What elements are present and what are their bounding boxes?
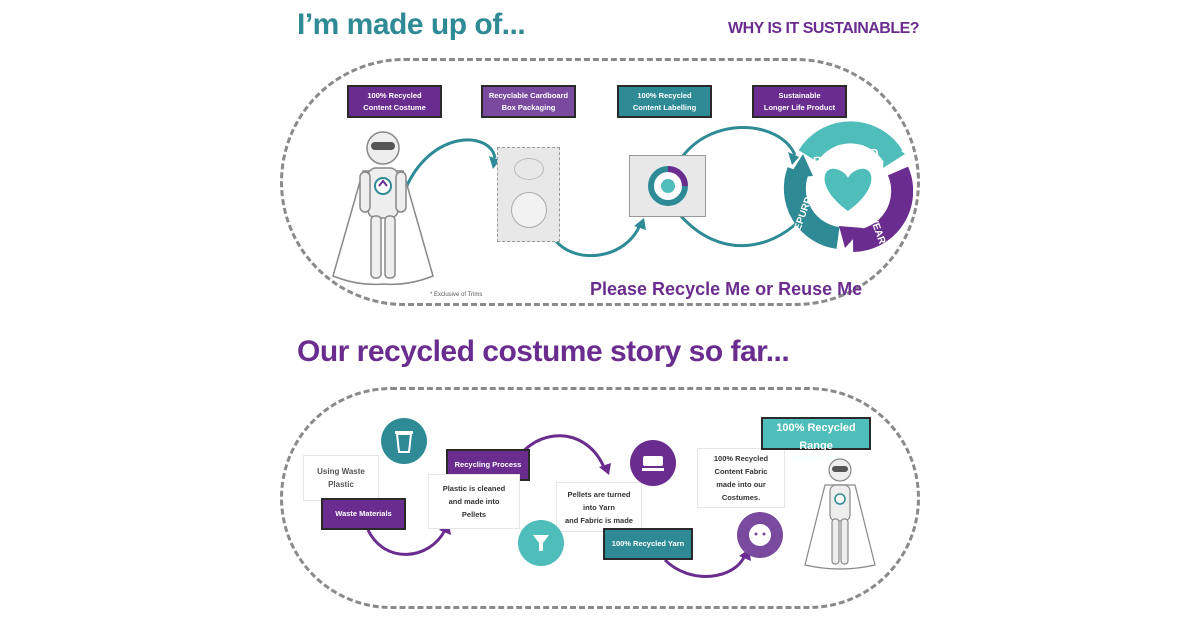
recycle-icon	[374, 177, 392, 195]
pellets-yarn-note: Pellets are turned into Yarn and Fabric …	[556, 482, 642, 532]
plastic-cleaned-note: Plastic is cleaned and made into Pellets	[428, 474, 520, 529]
heart-cycle-icon	[783, 121, 913, 252]
using-waste-plastic: Using Waste Plastic	[303, 455, 379, 501]
top-dashed-outline	[280, 58, 920, 306]
pellet-machine-icon	[518, 520, 564, 566]
story-heading: Our recycled costume story so far...	[297, 335, 790, 368]
made-up-of-heading: I’m made up of...	[297, 8, 526, 41]
tag-recycled-yarn: 100% Recycled Yarn	[603, 528, 693, 560]
tag-waste-materials: Waste Materials	[321, 498, 406, 530]
fabric-costumes-note: 100% Recycled Content Fabric made into o…	[697, 448, 785, 508]
recycled-range-badge: 100% Recycled Range Exclusive of Trims	[761, 417, 871, 462]
superhero-icon	[332, 131, 434, 286]
packaging-box-icon	[497, 147, 560, 242]
tag-longer-life: Sustainable Longer Life Product	[752, 85, 847, 118]
curly-hair-face-icon	[737, 512, 783, 558]
exclusive-trims-note: * Exclusive of Trims	[430, 292, 483, 298]
superhero-small-icon	[804, 458, 876, 570]
recycle-bin-icon	[381, 418, 427, 464]
bottom-dashed-outline	[280, 387, 920, 609]
tag-recycled-costume: 100% Recycled Content Costume	[347, 85, 442, 118]
tag-recycled-labelling: 100% Recycled Content Labelling	[617, 85, 712, 118]
tag-cardboard-packaging: Recyclable Cardboard Box Packaging	[481, 85, 576, 118]
recycled-range-sub: Exclusive of Trims	[791, 456, 841, 462]
recycle-reuse-cta: Please Recycle Me or Reuse Me	[590, 279, 863, 299]
label-icon	[629, 155, 706, 217]
recycled-range-title: 100% Recycled Range	[776, 422, 856, 452]
why-sustainable-heading: WHY IS IT SUSTAINABLE?	[728, 20, 920, 37]
sewing-machine-icon	[630, 440, 676, 486]
